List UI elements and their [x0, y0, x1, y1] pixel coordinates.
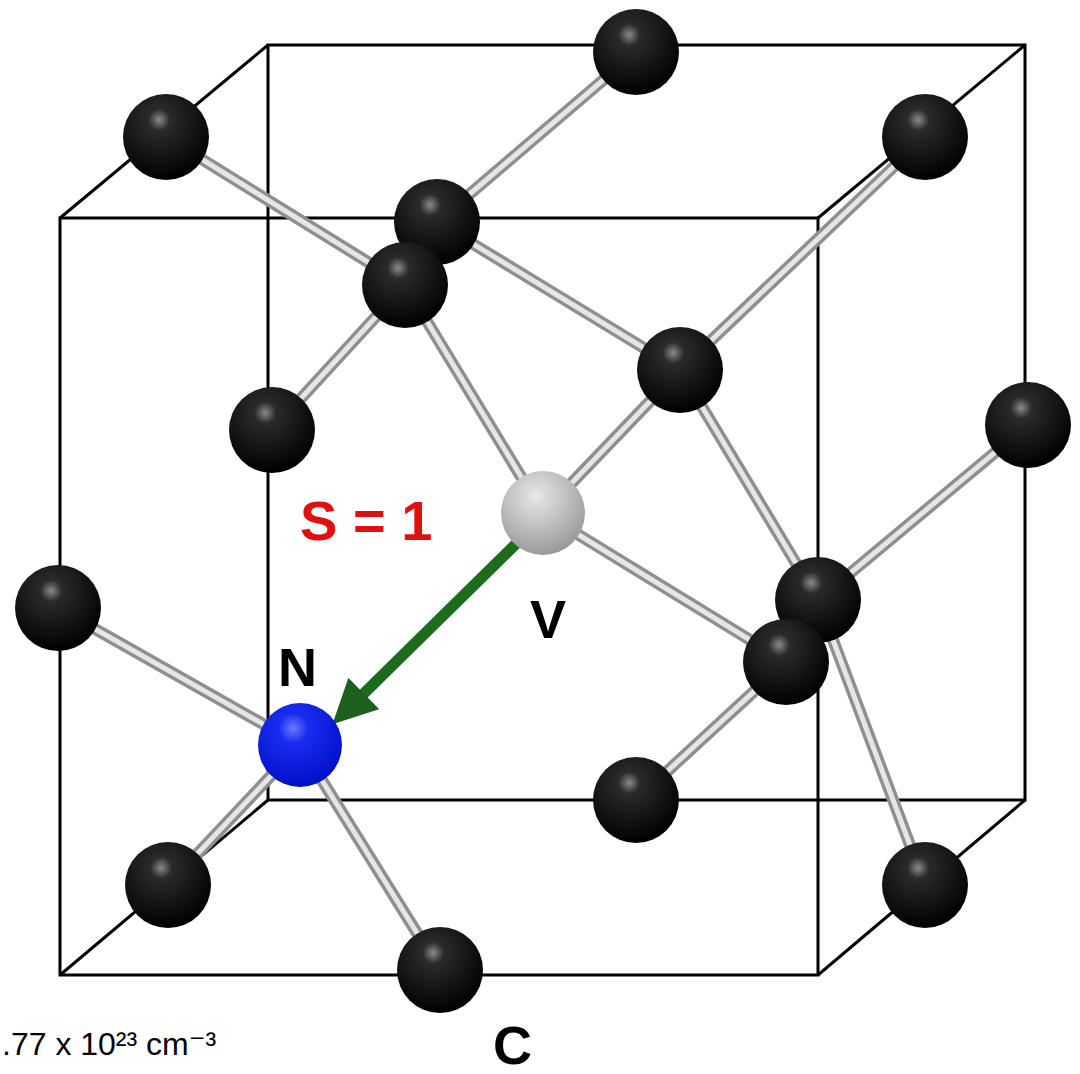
carbon-atom [15, 565, 101, 651]
carbon-label: C [493, 1018, 532, 1072]
carbon-atom [743, 619, 829, 705]
unit-cube [60, 45, 1025, 975]
vacancy-site [501, 471, 585, 555]
carbon-bonds [58, 52, 1028, 970]
carbon-atom [593, 9, 679, 95]
bond-highlight [818, 600, 925, 885]
carbon-atom [985, 382, 1071, 468]
density-note: .77 x 10²³ cm⁻³ [2, 1028, 216, 1060]
carbon-atom [125, 842, 211, 928]
bond [680, 137, 925, 370]
bond [818, 600, 925, 885]
carbon-atom [882, 842, 968, 928]
carbon-atom [882, 94, 968, 180]
carbon-atom [593, 757, 679, 843]
vacancy-label: V [530, 592, 566, 646]
atoms [15, 9, 1071, 1013]
spin-axis-arrow [345, 538, 522, 712]
spin-label: S = 1 [300, 493, 432, 549]
carbon-atom [229, 387, 315, 473]
carbon-atom [397, 927, 483, 1013]
bond-highlight [680, 137, 925, 370]
carbon-atom [123, 94, 209, 180]
nitrogen-atom [258, 703, 342, 787]
carbon-atom [637, 327, 723, 413]
carbon-atom [362, 242, 448, 328]
nitrogen-label: N [278, 640, 317, 694]
